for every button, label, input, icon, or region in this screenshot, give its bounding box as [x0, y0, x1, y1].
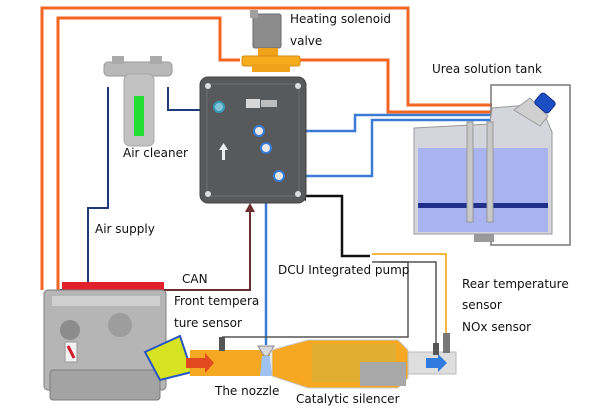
rear-temp-sensor-label-1: Rear temperature	[462, 277, 569, 291]
rear-temp-sensor-label-2: sensor	[462, 298, 502, 312]
coolant-line-outer	[40, 6, 492, 290]
can-label: CAN	[182, 272, 208, 286]
urea-tank-label: Urea solution tank	[432, 62, 542, 76]
urea-line-suction	[262, 113, 492, 133]
rear-temp-sensor	[433, 343, 439, 355]
can-arrow	[245, 203, 255, 212]
urea-solution-tank	[413, 84, 571, 246]
coolant-line-valve-out	[300, 58, 492, 114]
heating-valve-label-2: valve	[290, 34, 323, 48]
air-cleaner-out-line	[167, 87, 212, 111]
sensor-lines	[222, 261, 437, 345]
rear-temp-sensor-line	[380, 261, 437, 345]
exhaust-system	[143, 333, 457, 389]
air-cleaner	[103, 56, 173, 147]
signal-line	[302, 194, 370, 258]
coolant-lines	[40, 6, 492, 290]
air-lines	[87, 87, 212, 300]
engine	[43, 282, 167, 401]
urea-line-return	[282, 118, 492, 178]
nox-sensor-label: NOx sensor	[462, 320, 532, 334]
exhaust-arrow-out	[426, 354, 447, 372]
heating-solenoid-valve	[241, 10, 301, 72]
heating-valve-label-1: Heating solenoid	[290, 12, 392, 26]
nox-sensor-line	[372, 253, 447, 345]
nox-sensor-probe	[443, 333, 450, 353]
front-temp-sensor	[219, 337, 225, 351]
dcu-pump	[199, 76, 307, 204]
front-temp-sensor-label-2: ture sensor	[174, 316, 242, 330]
nozzle-spray	[260, 356, 272, 376]
air-supply-line	[87, 87, 109, 300]
catalytic-silencer-label: Catalytic silencer	[296, 392, 400, 406]
dcu-pump-label: DCU Integrated pump	[278, 263, 410, 277]
air-cleaner-label: Air cleaner	[123, 146, 188, 160]
exhaust-arrow-in	[186, 353, 214, 373]
nozzle-label: The nozzle	[215, 384, 280, 398]
front-temp-sensor-label-1: Front tempera	[174, 294, 260, 308]
air-supply-label: Air supply	[95, 222, 155, 236]
coolant-line-inner	[56, 16, 240, 290]
